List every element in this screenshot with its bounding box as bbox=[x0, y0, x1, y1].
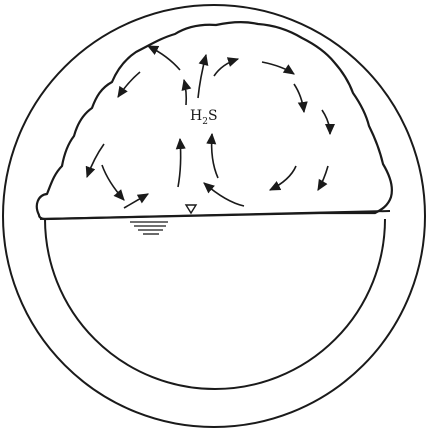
arrow-center-up-short bbox=[184, 80, 186, 105]
arrow-top-right bbox=[262, 62, 294, 74]
arrow-top-right-center bbox=[214, 59, 238, 76]
arrow-center-up bbox=[178, 139, 181, 187]
arrow-bottom-left bbox=[124, 194, 148, 208]
arrow-top-left bbox=[148, 46, 180, 70]
arrow-top-center bbox=[198, 55, 206, 98]
arrow-right-upper bbox=[294, 84, 304, 112]
gas-label-suffix: S bbox=[208, 108, 218, 124]
gas-label-main: H bbox=[190, 108, 202, 124]
arrow-left-lower bbox=[102, 165, 124, 200]
arrow-left-mid bbox=[87, 144, 104, 177]
arrow-bottom-center bbox=[204, 183, 244, 206]
arrow-right-inner bbox=[270, 166, 296, 190]
water-surface-line bbox=[40, 211, 390, 219]
arrow-right-mid bbox=[322, 110, 330, 134]
water-level-triangle-icon bbox=[186, 205, 196, 213]
arrow-right-lower bbox=[318, 166, 328, 190]
inner-pipe-wall-lower bbox=[45, 219, 385, 389]
circulation-arrows bbox=[87, 46, 330, 208]
gas-label: H2S bbox=[190, 108, 218, 127]
water-level-hatch bbox=[130, 222, 168, 234]
arrow-center-right-up bbox=[212, 134, 218, 178]
arrow-upper-left bbox=[118, 72, 140, 97]
